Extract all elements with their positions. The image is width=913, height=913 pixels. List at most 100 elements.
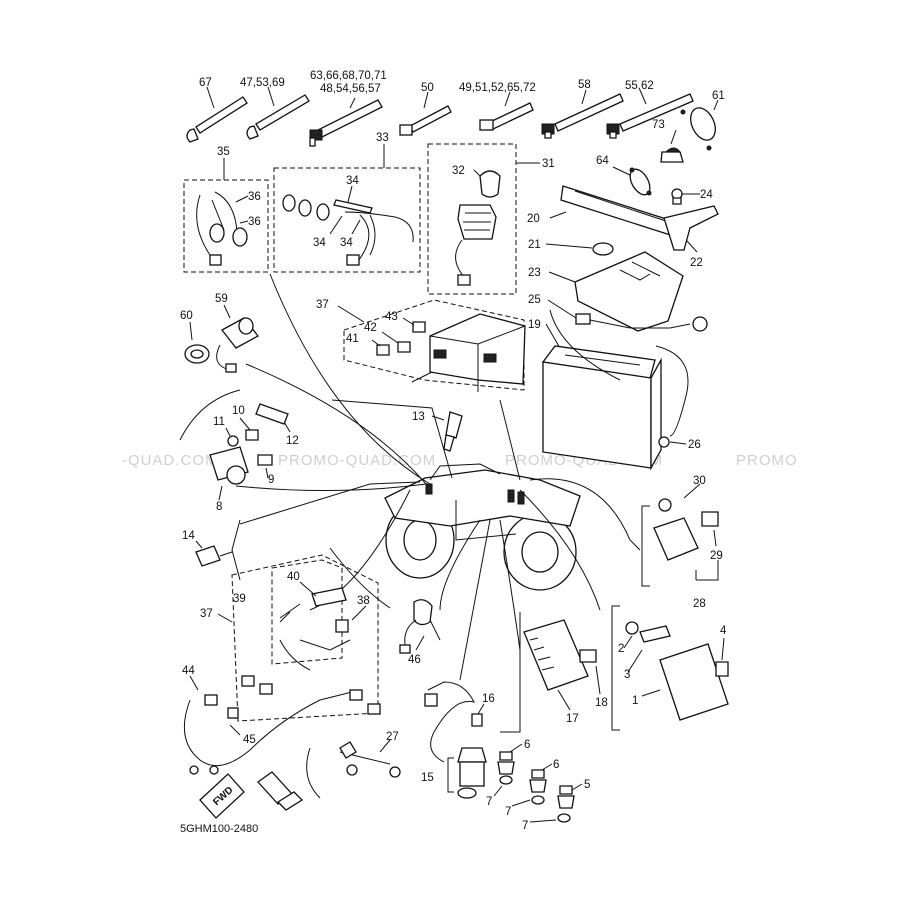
label-34b: 34 (313, 237, 326, 249)
label-33: 33 (376, 132, 389, 144)
label-38: 38 (357, 595, 370, 607)
label-8: 8 (216, 501, 222, 513)
cable-25 (547, 299, 708, 332)
socket-59 (216, 304, 259, 373)
label-3: 3 (624, 669, 630, 681)
label-25: 25 (528, 294, 541, 306)
washers-7 (493, 785, 557, 823)
label-42: 42 (364, 322, 377, 334)
band-64 (612, 166, 652, 196)
cable-tie-67 (186, 86, 248, 143)
harness-group-37b (217, 554, 379, 722)
label-18: 18 (595, 697, 608, 709)
cable-tie-63 (309, 97, 383, 147)
label-22: 22 (690, 257, 703, 269)
sensor-15 (424, 681, 487, 799)
bracket-22 (663, 205, 719, 253)
label-36b: 36 (248, 216, 261, 228)
regulator-17 (500, 612, 601, 733)
label-4: 4 (720, 625, 727, 637)
plug-cap-13 (431, 411, 463, 452)
label-37b: 37 (200, 608, 213, 620)
battery-cover-23 (548, 251, 684, 332)
label-13: 13 (412, 411, 425, 423)
cable-tie-47 (246, 86, 310, 140)
cable-tie-49 (479, 91, 534, 131)
hose-12 (255, 403, 291, 433)
label-61: 61 (712, 90, 725, 102)
cap-21 (545, 242, 614, 256)
label-6a: 6 (524, 739, 530, 751)
label-47: 47,53,69 (240, 77, 285, 89)
label-46: 46 (408, 654, 421, 666)
bolt-24 (671, 188, 700, 205)
label-21: 21 (528, 239, 541, 251)
fwd-tag: FWD (199, 773, 245, 819)
label-55: 55,62 (625, 80, 654, 92)
main-switch-group-31 (427, 143, 540, 295)
label-35: 35 (217, 146, 230, 158)
ignition-46 (399, 599, 441, 654)
label-28: 28 (693, 598, 706, 610)
label-9: 9 (268, 474, 274, 486)
label-31: 31 (542, 158, 555, 170)
label-49: 49,51,52,65,72 (459, 82, 536, 94)
label-6b: 6 (553, 759, 559, 771)
clamp-73 (660, 129, 684, 163)
label-2: 2 (618, 643, 624, 655)
label-26: 26 (688, 439, 701, 451)
label-7b: 7 (505, 806, 511, 818)
battery-19 (541, 323, 689, 471)
nut-60 (184, 321, 210, 364)
harness-group-35 (183, 158, 269, 273)
label-30: 30 (693, 475, 706, 487)
label-58: 58 (578, 79, 591, 91)
label-14: 14 (182, 530, 195, 542)
label-12: 12 (286, 435, 299, 447)
label-20: 20 (527, 213, 540, 225)
label-24: 24 (700, 189, 713, 201)
cable-tie-50 (399, 91, 452, 136)
label-7a: 7 (486, 796, 492, 808)
routing-lines (235, 273, 641, 681)
label-63b: 48,54,56,57 (320, 83, 381, 95)
label-36a: 36 (248, 191, 261, 203)
harness-group-33 (273, 144, 421, 273)
label-45: 45 (243, 734, 256, 746)
label-11: 11 (213, 416, 225, 428)
label-15: 15 (421, 772, 434, 784)
label-67: 67 (199, 77, 212, 89)
label-41: 41 (346, 333, 359, 345)
label-16: 16 (482, 693, 495, 705)
label-7c: 7 (522, 820, 528, 832)
label-34a: 34 (346, 175, 359, 187)
label-37a: 37 (316, 299, 329, 311)
label-5: 5 (584, 779, 590, 791)
battery-bracket-20 (549, 185, 689, 241)
label-59: 59 (215, 293, 228, 305)
label-10: 10 (232, 405, 245, 417)
label-43: 43 (385, 311, 398, 323)
label-39: 39 (233, 593, 246, 605)
watermark-2: PROMO-QUAD.COM (278, 452, 436, 469)
switch-14 (195, 519, 241, 581)
label-34c: 34 (340, 237, 353, 249)
label-19: 19 (528, 319, 541, 331)
cable-tie-58 (541, 89, 624, 139)
harness-44 (183, 675, 381, 775)
label-1: 1 (632, 695, 638, 707)
sensor-group-8 (179, 389, 249, 501)
callout-labels: 67 47,53,69 63,66,68,70,71 48,54,56,57 5… (180, 70, 727, 832)
label-17: 17 (566, 713, 579, 725)
label-44: 44 (182, 665, 195, 677)
connector-bottom (257, 771, 304, 811)
bulb-6a (497, 743, 523, 785)
label-23: 23 (528, 267, 541, 279)
label-73: 73 (652, 119, 665, 131)
label-32: 32 (452, 165, 465, 177)
atv-vehicle (384, 463, 581, 591)
bolt-10 (239, 417, 259, 441)
bulb-5 (557, 783, 583, 823)
ecu-group-1 (611, 605, 729, 731)
